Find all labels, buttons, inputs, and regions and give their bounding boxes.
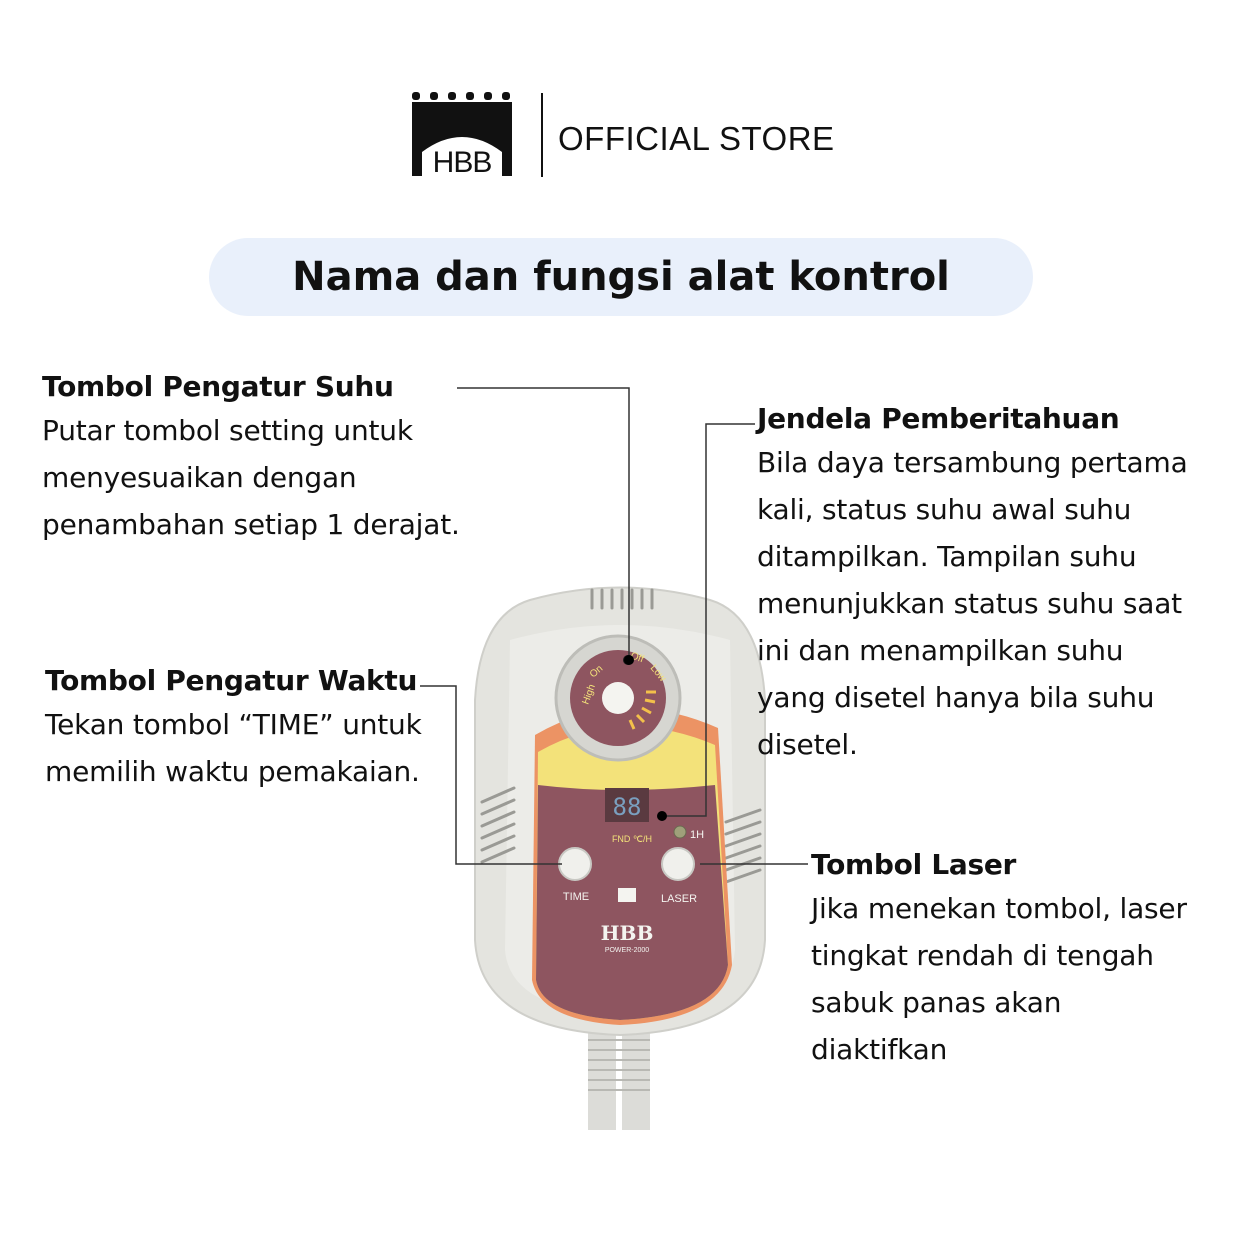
page-title: Nama dan fungsi alat kontrol (292, 254, 950, 300)
temperature-knob[interactable]: High On Off Low (554, 634, 682, 762)
display-digits: 88 (613, 793, 642, 821)
svg-text:LASER: LASER (661, 893, 697, 905)
svg-text:HBB: HBB (601, 921, 654, 945)
header-divider (541, 93, 543, 177)
title-pill (209, 238, 1033, 316)
svg-text:POWER-2000: POWER-2000 (605, 947, 649, 954)
hbb-logo-icon: HBB (412, 92, 512, 178)
official-store-label: OFFICIAL STORE (558, 120, 835, 157)
annotation-laser-button: Tombol Laser Jika menekan tombol, laser … (811, 848, 1187, 1073)
cable (588, 1025, 650, 1130)
annotation-notification-window: Jendela Pemberitahuan Bila daya tersambu… (757, 402, 1188, 768)
annotation-description: Putar tombol setting untuk menyesuaikan … (42, 414, 460, 541)
svg-text:HBB: HBB (433, 146, 492, 178)
svg-text:TIME: TIME (563, 891, 589, 903)
annotation-title: Jendela Pemberitahuan (757, 402, 1120, 435)
annotation-description: Jika menekan tombol, laser tingkat renda… (811, 892, 1187, 1066)
annotation-temperature-knob: Tombol Pengatur Suhu Putar tombol settin… (42, 370, 460, 548)
annotation-description: Tekan tombol “TIME” untuk memilih waktu … (45, 708, 422, 788)
annotation-title: Tombol Pengatur Waktu (45, 664, 418, 697)
time-button[interactable] (558, 847, 592, 881)
laser-button[interactable] (661, 847, 695, 881)
annotation-title: Tombol Pengatur Suhu (42, 370, 394, 403)
svg-text:FND ℃/H: FND ℃/H (612, 834, 652, 844)
controller-device-image: High On Off Low 88 FND ℃/H 1H TIME LASER… (474, 586, 766, 1130)
svg-text:1H: 1H (690, 829, 704, 841)
annotation-description: Bila daya tersambung pertama kali, statu… (757, 446, 1188, 761)
annotation-title: Tombol Laser (811, 848, 1017, 881)
annotation-time-button: Tombol Pengatur Waktu Tekan tombol “TIME… (45, 664, 422, 795)
